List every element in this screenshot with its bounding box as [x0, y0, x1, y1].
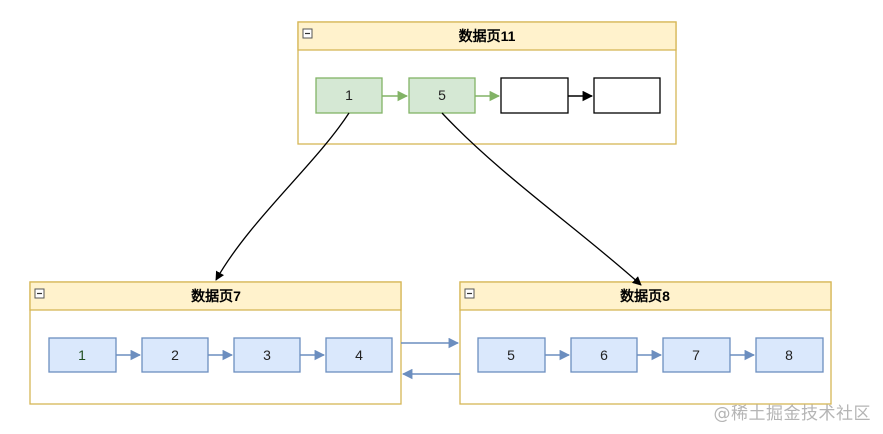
record-node [593, 77, 661, 114]
record-node: 4 [325, 337, 393, 373]
collapse-minus-icon[interactable] [302, 28, 313, 39]
record-node [500, 77, 569, 114]
page-header [29, 281, 402, 311]
page-title: 数据页8 [620, 288, 670, 304]
collapse-minus-icon[interactable] [34, 288, 45, 299]
record-label: 2 [171, 347, 179, 363]
record-label: 5 [438, 87, 446, 103]
record-node: 3 [233, 337, 301, 373]
record-node: 1 [48, 337, 117, 373]
record-node: 6 [570, 337, 638, 373]
page-title: 数据页7 [191, 288, 241, 304]
record-node: 5 [408, 77, 476, 114]
page-container-page7: 数据页7 1 2 3 4 [29, 281, 402, 405]
collapse-minus-icon[interactable] [464, 288, 475, 299]
page-container-page8: 数据页8 5 6 7 8 [459, 281, 832, 405]
record-node: 2 [141, 337, 209, 373]
record-node: 5 [477, 337, 546, 373]
record-node: 8 [755, 337, 824, 373]
record-label: 1 [78, 347, 86, 363]
index-pointer-arrow [441, 112, 642, 286]
record-label: 5 [507, 347, 515, 363]
record-label: 6 [600, 347, 608, 363]
page-title: 数据页11 [459, 28, 516, 44]
record-label: 7 [692, 347, 700, 363]
record-node: 7 [662, 337, 731, 373]
record-label: 3 [263, 347, 271, 363]
record-label: 1 [345, 87, 353, 103]
record-label: 8 [785, 347, 793, 363]
index-pointer-arrow [215, 112, 350, 281]
page-header [297, 21, 677, 51]
record-label: 4 [355, 347, 363, 363]
page-header [459, 281, 832, 311]
record-node: 1 [315, 77, 383, 114]
page-container-page11: 数据页11 1 5 [297, 21, 677, 145]
watermark: @稀土掘金技术社区 [713, 404, 871, 424]
